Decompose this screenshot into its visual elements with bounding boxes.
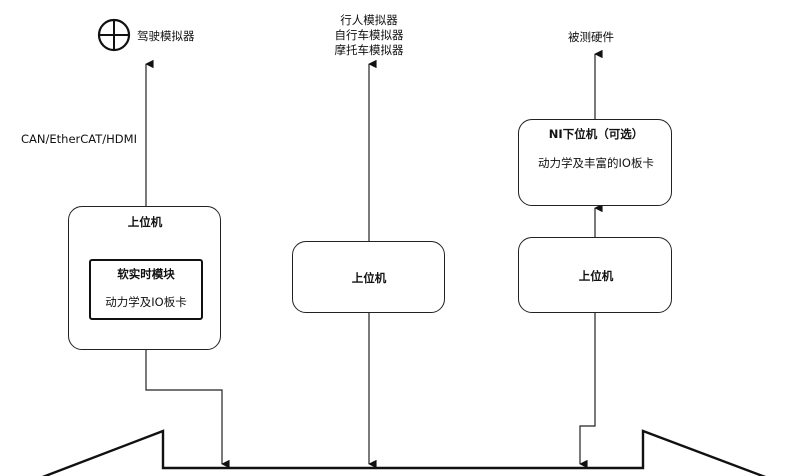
bicycle-sim-label: 自行车模拟器 <box>334 28 404 42</box>
middle-host-box: 上位机 <box>292 241 445 313</box>
soft-realtime-module: 软实时模块 动力学及IO板卡 <box>89 259 203 320</box>
link-protocols-label: CAN/EtherCAT/HDMI <box>21 132 137 146</box>
pedestrian-simulators-label: 行人模拟器 自行车模拟器 摩托车模拟器 <box>335 13 404 58</box>
dut-label: 被测硬件 <box>568 30 614 44</box>
ni-title: NI下位机（可选） <box>548 127 644 141</box>
soft-realtime-desc: 动力学及IO板卡 <box>105 295 187 309</box>
right-host-title: 上位机 <box>578 269 614 283</box>
left-downlink <box>145 350 230 469</box>
ni-desc: 动力学及丰富的IO板卡 <box>538 156 654 170</box>
driving-simulator-label: 驾驶模拟器 <box>137 29 195 43</box>
pedestrian-sim-label: 行人模拟器 <box>340 13 398 27</box>
left-host-title: 上位机 <box>127 215 163 229</box>
right-downlink <box>579 313 596 469</box>
right-host-box: 上位机 <box>518 237 672 313</box>
left-host-box: 上位机 软实时模块 动力学及IO板卡 <box>68 206 221 350</box>
motorcycle-sim-label: 摩托车模拟器 <box>334 43 404 57</box>
steering-wheel-icon <box>97 18 131 52</box>
soft-realtime-title: 软实时模块 <box>117 267 175 281</box>
bus-line <box>41 429 767 476</box>
ni-lower-box: NI下位机（可选） 动力学及丰富的IO板卡 <box>518 119 672 206</box>
middle-host-title: 上位机 <box>351 271 387 285</box>
